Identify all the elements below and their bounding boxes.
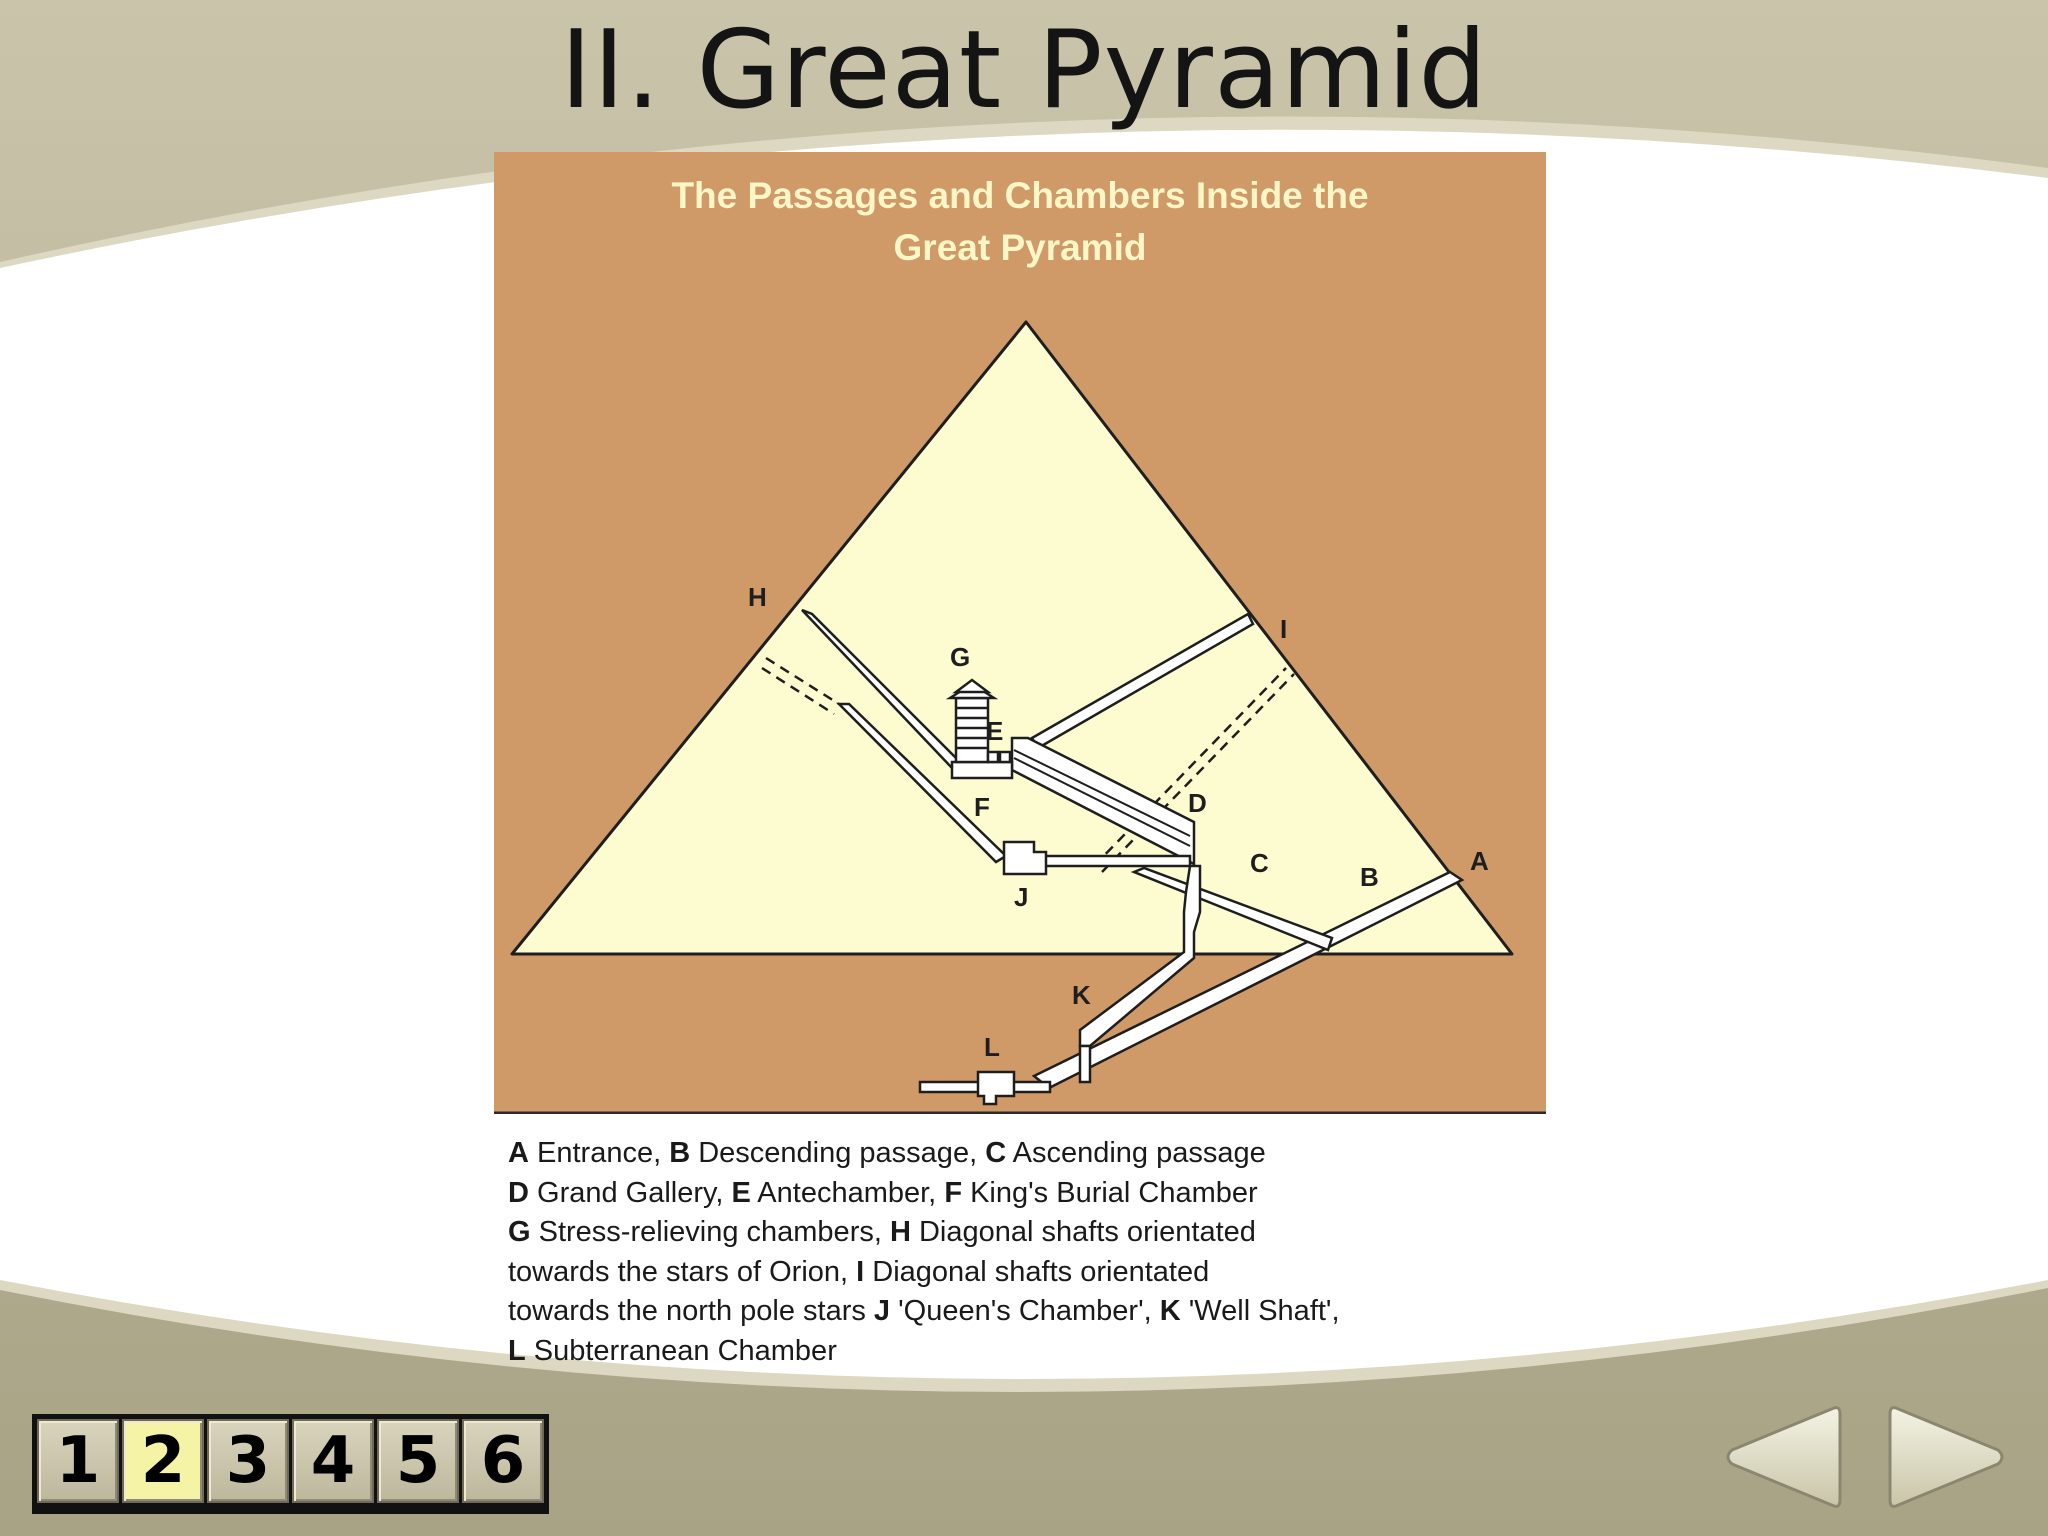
caption-text: Stress-relieving chambers, bbox=[530, 1216, 890, 1248]
label-L: L bbox=[984, 1032, 1000, 1062]
caption-line: A Entrance, B Descending passage, C Asce… bbox=[508, 1134, 1548, 1174]
caption-key-letter: B bbox=[669, 1137, 691, 1169]
ascending-passage bbox=[1130, 866, 1334, 952]
previous-slide-button[interactable] bbox=[1722, 1398, 1842, 1516]
caption-key-letter: H bbox=[889, 1216, 911, 1248]
label-G: G bbox=[950, 642, 970, 672]
figure-heading-line2: Great Pyramid bbox=[894, 227, 1147, 268]
figure-caption: A Entrance, B Descending passage, C Asce… bbox=[508, 1134, 1548, 1371]
slide-link-6[interactable]: 6 bbox=[462, 1419, 544, 1503]
label-J: J bbox=[1014, 882, 1028, 912]
caption-text: Diagonal shafts orientated bbox=[910, 1216, 1256, 1248]
caption-text: Grand Gallery, bbox=[528, 1176, 732, 1209]
pyramid-body bbox=[510, 320, 1514, 956]
figure-heading-line1: The Passages and Chambers Inside the bbox=[671, 175, 1368, 216]
slide-title: II. Great Pyramid bbox=[560, 8, 1488, 133]
caption-key-letter: G bbox=[508, 1216, 531, 1248]
caption-text: towards the stars of Orion, bbox=[508, 1255, 857, 1288]
caption-line: G Stress-relieving chambers, H Diagonal … bbox=[508, 1213, 1548, 1253]
caption-key-letter: A bbox=[508, 1137, 529, 1169]
slide-link-4[interactable]: 4 bbox=[292, 1419, 374, 1503]
label-F: F bbox=[974, 792, 990, 822]
next-slide-button[interactable] bbox=[1888, 1398, 2008, 1516]
kings-chamber bbox=[945, 678, 1014, 780]
pyramid-figure: The Passages and Chambers Inside the Gre… bbox=[494, 152, 1546, 1114]
label-E: E bbox=[986, 716, 1003, 746]
label-B: B bbox=[1360, 862, 1379, 892]
caption-text: towards the north pole stars bbox=[508, 1295, 874, 1327]
queens-chamber bbox=[1002, 840, 1048, 876]
caption-line: D Grand Gallery, E Antechamber, F King's… bbox=[508, 1174, 1548, 1214]
label-D: D bbox=[1188, 788, 1207, 818]
caption-line: L Subterranean Chamber bbox=[508, 1332, 1548, 1372]
slide-link-3[interactable]: 3 bbox=[207, 1419, 289, 1503]
caption-text: 'Well Shaft', bbox=[1180, 1295, 1340, 1327]
triangle-left-icon bbox=[1726, 1406, 1842, 1508]
label-K: K bbox=[1072, 980, 1091, 1010]
triangle-right-icon bbox=[1888, 1406, 2004, 1508]
caption-key-letter: E bbox=[731, 1176, 751, 1209]
caption-key-letter: F bbox=[944, 1176, 963, 1209]
caption-text: King's Burial Chamber bbox=[962, 1176, 1258, 1209]
caption-key-letter: L bbox=[508, 1334, 526, 1367]
caption-key-letter: C bbox=[985, 1137, 1007, 1169]
slide-link-2[interactable]: 2 bbox=[122, 1419, 204, 1503]
gallery-line-2 bbox=[1013, 757, 1191, 847]
gallery-line-1 bbox=[1013, 749, 1191, 837]
caption-line: towards the stars of Orion, I Diagonal s… bbox=[508, 1253, 1548, 1293]
slide-link-1[interactable]: 1 bbox=[37, 1419, 119, 1503]
label-A: A bbox=[1470, 846, 1489, 876]
caption-text: Antechamber, bbox=[750, 1176, 945, 1209]
queens-chamber-shafts bbox=[761, 656, 1295, 873]
label-I: I bbox=[1280, 614, 1287, 644]
caption-text: Diagonal shafts orientated bbox=[864, 1255, 1210, 1288]
caption-text: 'Queen's Chamber', bbox=[890, 1295, 1160, 1327]
caption-text: Descending passage, bbox=[690, 1137, 986, 1169]
caption-text: Ascending passage bbox=[1006, 1137, 1266, 1169]
slide-link-5[interactable]: 5 bbox=[377, 1419, 459, 1503]
queens-horizontal-passage bbox=[1038, 854, 1192, 868]
label-C: C bbox=[1250, 848, 1269, 878]
pyramid-diagram: The Passages and Chambers Inside the Gre… bbox=[494, 152, 1546, 1114]
label-H: H bbox=[748, 582, 767, 612]
caption-key-letter: J bbox=[873, 1295, 891, 1327]
caption-line: towards the north pole stars J 'Queen's … bbox=[508, 1292, 1548, 1332]
caption-text: Subterranean Chamber bbox=[525, 1334, 837, 1367]
caption-key-letter: I bbox=[856, 1255, 865, 1288]
well-shaft-lower bbox=[1078, 1044, 1092, 1084]
slide-number-navigation: 1 2 3 4 5 6 bbox=[32, 1414, 549, 1514]
caption-key-letter: K bbox=[1159, 1295, 1181, 1327]
caption-key-letter: D bbox=[508, 1176, 529, 1209]
subterranean-chamber bbox=[976, 1070, 1016, 1106]
caption-text: Entrance, bbox=[528, 1137, 670, 1169]
